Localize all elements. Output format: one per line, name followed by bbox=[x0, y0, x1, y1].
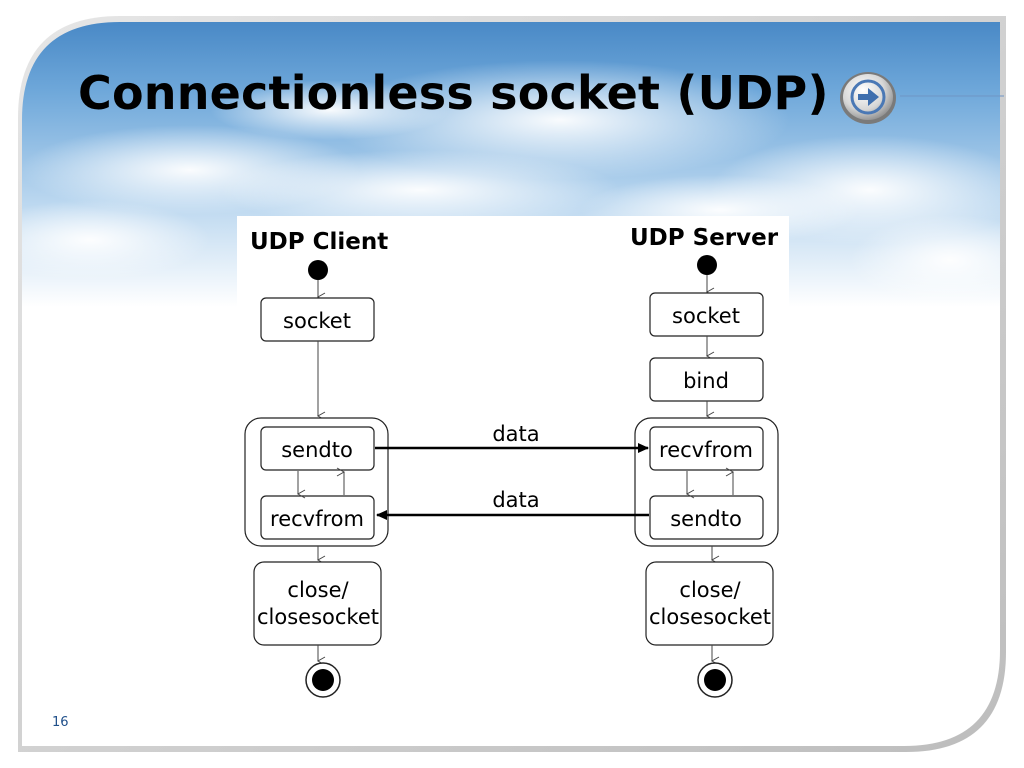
server-close-label-line2: closesocket bbox=[649, 605, 771, 629]
server-recvfrom-label: recvfrom bbox=[659, 438, 753, 462]
next-slide-button[interactable] bbox=[838, 70, 898, 126]
client-end-node bbox=[305, 662, 341, 698]
arrow-right-icon bbox=[850, 79, 886, 115]
client-sendto-box bbox=[260, 426, 375, 471]
client-socket-label: socket bbox=[283, 309, 351, 333]
client-recvfrom-box bbox=[260, 495, 375, 540]
slide-title: Connectionless socket (UDP) bbox=[78, 66, 829, 120]
server-bind-label: bind bbox=[683, 369, 729, 393]
client-close-label-line1: close/ bbox=[287, 578, 349, 602]
server-recvfrom-box bbox=[649, 426, 764, 471]
server-heading: UDP Server bbox=[630, 225, 779, 251]
client-start-node bbox=[308, 260, 328, 280]
data-arrow-bottom-label: data bbox=[492, 488, 539, 512]
server-sendto-box bbox=[649, 495, 764, 540]
server-close-label-line1: close/ bbox=[679, 578, 741, 602]
server-end-node bbox=[697, 662, 733, 698]
client-close-label-line2: closesocket bbox=[257, 605, 379, 629]
client-sendto-label: sendto bbox=[281, 438, 353, 462]
client-heading: UDP Client bbox=[250, 229, 388, 255]
server-sendto-label: sendto bbox=[670, 507, 742, 531]
client-close-box bbox=[253, 561, 382, 646]
data-arrow-top-label: data bbox=[492, 422, 539, 446]
server-start-node bbox=[697, 255, 717, 275]
page-number: 16 bbox=[52, 715, 69, 730]
server-close-box bbox=[645, 561, 774, 646]
client-recvfrom-label: recvfrom bbox=[270, 507, 364, 531]
server-socket-label: socket bbox=[672, 304, 740, 328]
